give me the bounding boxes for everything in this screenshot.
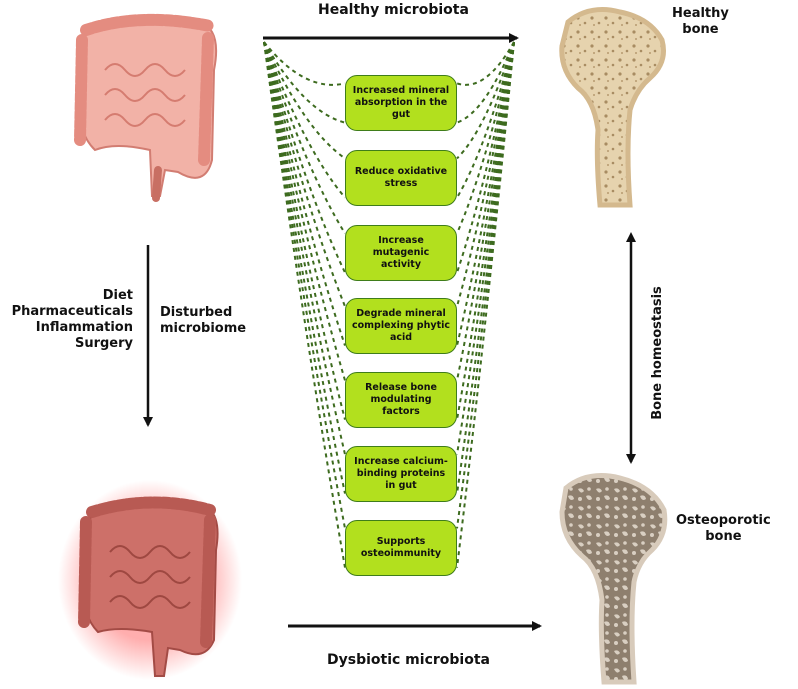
healthy-intestine-icon [74,13,218,202]
dashed-connector-line [456,41,515,86]
dashed-connector-line [456,41,515,234]
dashed-connector-line [456,41,515,346]
dashed-connector-line [263,41,346,160]
factor-item: Pharmaceuticals [11,304,133,319]
dashed-connector-line [456,41,515,160]
dashed-connector-line [263,41,346,494]
healthy-femur-icon [559,7,666,208]
dashed-connector-line [456,41,515,529]
dashed-connector-line [263,41,346,307]
factor-item: Inflammation [35,320,133,335]
osteoporotic-femur-icon [559,473,668,685]
disturbed-microbiome-label: Disturbed microbiome [160,305,247,336]
mechanism-box: Increased mineral absorption in the gut [345,75,457,131]
healthy-microbiota-label: Healthy microbiota [318,2,469,18]
inflamed-intestine-icon [58,480,242,680]
disturbance-factors-list: Diet Pharmaceuticals Inflammation Surger… [12,288,133,352]
dashed-connector-line [263,41,346,199]
mechanism-box: Release bone modulating factors [345,372,457,428]
factor-item: Surgery [74,336,133,351]
dashed-connector-line [263,41,346,124]
mechanism-box: Reduce oxidative stress [345,150,457,206]
dashed-connector-line [263,41,346,455]
dashed-connector-line [263,41,346,346]
mechanism-connector-lines [263,41,515,568]
dashed-connector-line [263,41,346,234]
mechanism-box: Degrade mineral complexing phytic acid [345,298,457,354]
mechanism-box: Increase calcium-binding proteins in gut [345,446,457,502]
dysbiotic-microbiota-label: Dysbiotic microbiota [327,652,490,668]
mechanism-box: Increase mutagenic activity [345,225,457,281]
dashed-connector-line [263,41,346,568]
osteoporotic-bone-label: Osteoporotic bone [676,513,771,544]
dashed-connector-line [263,41,346,274]
bone-homeostasis-label: Bone homeostasis [650,286,665,420]
factor-item: Diet [102,288,133,303]
mechanism-box: Supports osteoimmunity [345,520,457,576]
healthy-bone-label: Healthy bone [672,6,729,37]
dashed-connector-line [456,41,515,494]
